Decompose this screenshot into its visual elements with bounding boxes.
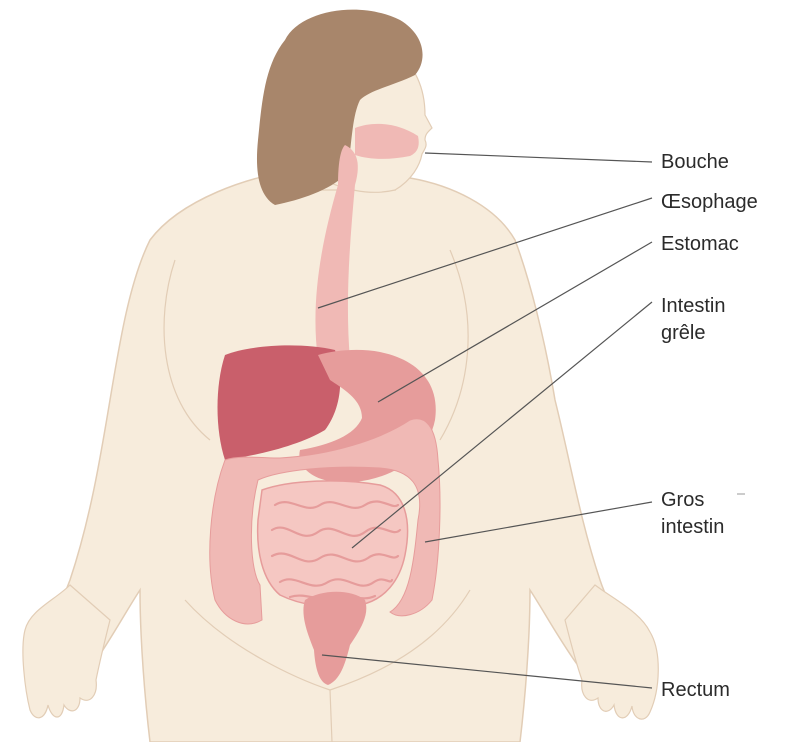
- label-intestin-grele-line1: Intestin: [661, 293, 725, 320]
- label-gros-intestin: Gros intestin: [661, 487, 724, 541]
- label-intestin-grele-line2: grêle: [661, 320, 725, 347]
- head: [257, 10, 432, 205]
- label-intestin-grele: Intestin grêle: [661, 293, 725, 347]
- leader-line-bouche: [425, 153, 652, 162]
- right-hand: [565, 585, 658, 719]
- label-rectum: Rectum: [661, 677, 730, 704]
- label-gros-intestin-line1: Gros: [661, 487, 724, 514]
- label-gros-intestin-line2: intestin: [661, 514, 724, 541]
- label-estomac: Estomac: [661, 231, 739, 258]
- label-oesophage: Œsophage: [661, 189, 758, 216]
- label-bouche: Bouche: [661, 149, 729, 176]
- small-intestine: [258, 481, 408, 607]
